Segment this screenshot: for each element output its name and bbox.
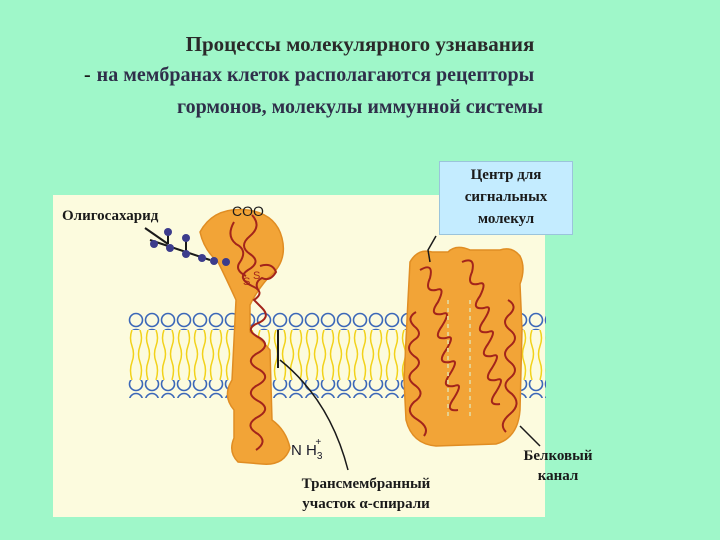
sugar-unit [210, 257, 218, 265]
protein-channel [403, 246, 524, 447]
sugar-unit [164, 228, 172, 236]
label-signal-center: Центр для сигнальных молекул [439, 161, 573, 235]
sugar-unit [198, 254, 206, 262]
ss-bond-label-2: S [253, 270, 260, 282]
label-transmembrane-line-1: Трансмембранный [301, 476, 431, 492]
label-signal-center-line-1: Центр для [470, 167, 542, 183]
label-protein-channel-line-2: канал [537, 468, 579, 484]
subtitle-dash: - [84, 64, 91, 86]
label-nh3-text: N H [291, 442, 317, 459]
label-transmembrane-line-2: участок α-спирали [302, 496, 430, 512]
subtitle-line-1: -на мембранах клеток располагаются рецеп… [84, 64, 534, 87]
label-nh3-subscript: 3 [316, 451, 323, 462]
label-transmembrane: Трансмембранный участок α-спирали [271, 474, 461, 514]
sugar-unit [222, 258, 230, 266]
oligosaccharide-chain [149, 228, 230, 266]
sugar-unit [150, 240, 158, 248]
label-oligosaccharide: Олигосахарид [62, 208, 159, 224]
slide-title: Процессы молекулярного узнавания [185, 32, 535, 56]
label-protein-channel-line-1: Белковый [523, 448, 593, 464]
ss-bond-label-1: S [243, 276, 250, 288]
sugar-unit [166, 244, 174, 252]
label-signal-center-line-2: сигнальных [464, 189, 548, 205]
sugar-unit [182, 234, 190, 242]
label-signal-center-line-3: молекул [477, 211, 535, 227]
label-nh3: N H3 + [291, 437, 328, 467]
receptor-protein: S S [199, 208, 291, 465]
label-protein-channel: Белковый канал [508, 446, 608, 486]
sugar-unit [182, 250, 190, 258]
subtitle-line-2: гормонов, молекулы иммунной системы [177, 96, 543, 118]
label-coo: COO [232, 203, 264, 219]
subtitle-line-1-text: на мембранах клеток располагаются рецепт… [96, 64, 535, 86]
label-nh3-superscript: + [315, 437, 322, 448]
pointer-lines [144, 227, 541, 471]
